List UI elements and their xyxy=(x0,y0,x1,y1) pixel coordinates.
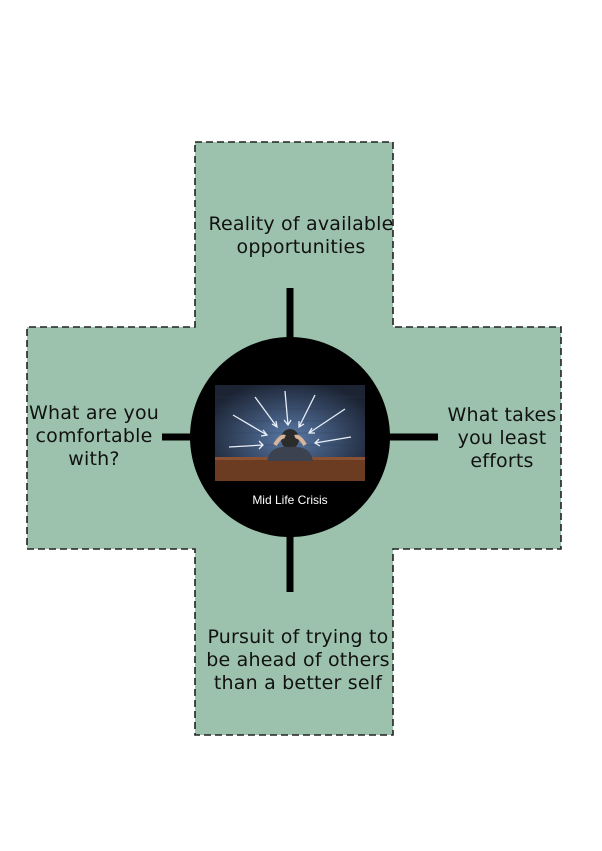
center-caption: Mid Life Crisis xyxy=(252,493,328,507)
node-left-label: What are you comfortable with? xyxy=(28,402,160,470)
node-top-label: Reality of available opportunities xyxy=(208,213,394,258)
stressed-man-image-icon xyxy=(215,385,365,481)
node-bottom-label: Pursuit of trying to be ahead of others … xyxy=(206,626,390,694)
center-photo xyxy=(215,385,365,481)
node-right-label: What takes you least efforts xyxy=(447,404,557,472)
